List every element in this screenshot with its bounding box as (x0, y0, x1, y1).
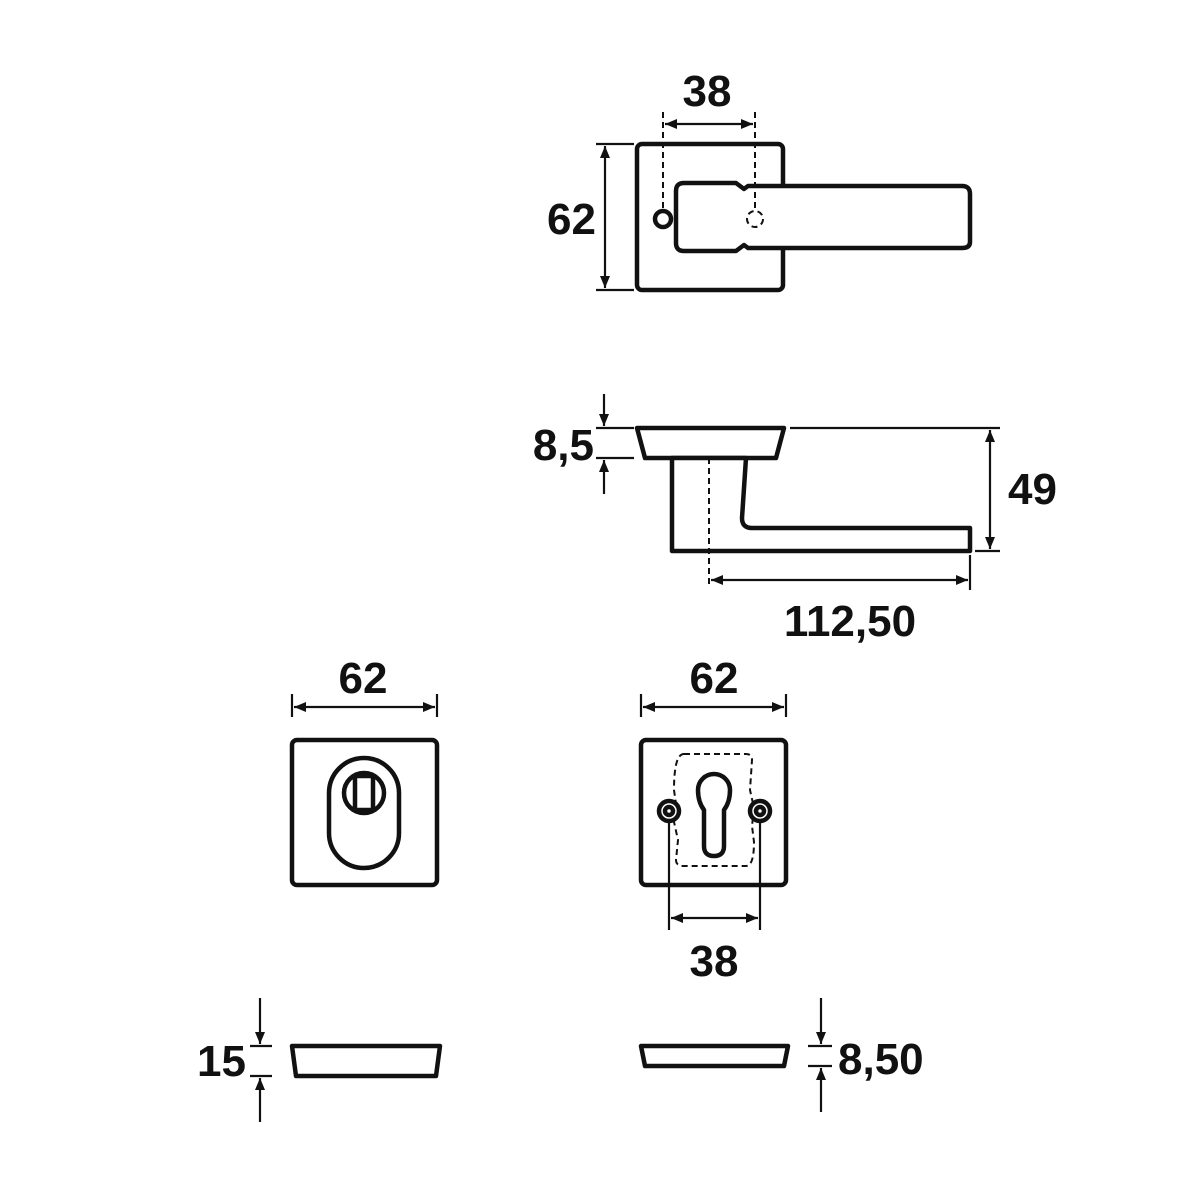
cylinder-rose-view: 62 38 (638, 654, 789, 986)
lever-profile-side (669, 455, 973, 554)
lever-side-view: 8,5 49 112,50 (533, 394, 1057, 646)
dimension-label-62-privacy: 62 (339, 654, 388, 703)
hidden-backplate-outline (672, 753, 756, 867)
privacy-rose-view: 62 (289, 654, 440, 888)
screw-left-center-icon (662, 804, 676, 818)
dimension-label-15: 15 (197, 1037, 246, 1086)
lever-front-view: 38 62 (547, 67, 973, 293)
hidden-spindle-icon (746, 210, 764, 228)
dimension-label-62-cylinder: 62 (690, 654, 739, 703)
dimension-label-62-height: 62 (547, 195, 596, 244)
dimension-label-49: 49 (1008, 465, 1057, 514)
cylinder-keyhole-icon (695, 771, 733, 859)
lever-arm-front (673, 180, 973, 254)
screw-right-center-icon (753, 804, 767, 818)
set-screw-icon (652, 208, 674, 230)
dimension-label-38: 38 (683, 67, 732, 116)
dimension-label-38-screws: 38 (690, 937, 739, 986)
dimension-label-8-50: 8,50 (838, 1035, 924, 1084)
rose-profile-15 (289, 1043, 443, 1079)
privacy-rose-profile: 15 (197, 998, 443, 1122)
dimension-label-8-5: 8,5 (533, 421, 594, 470)
cylinder-rose-profile: 8,50 (638, 998, 924, 1112)
thumbturn-slot-icon (352, 773, 376, 813)
dimension-label-112-50: 112,50 (784, 597, 916, 646)
rose-profile-side (634, 425, 787, 461)
rose-profile-8-50 (638, 1043, 791, 1069)
